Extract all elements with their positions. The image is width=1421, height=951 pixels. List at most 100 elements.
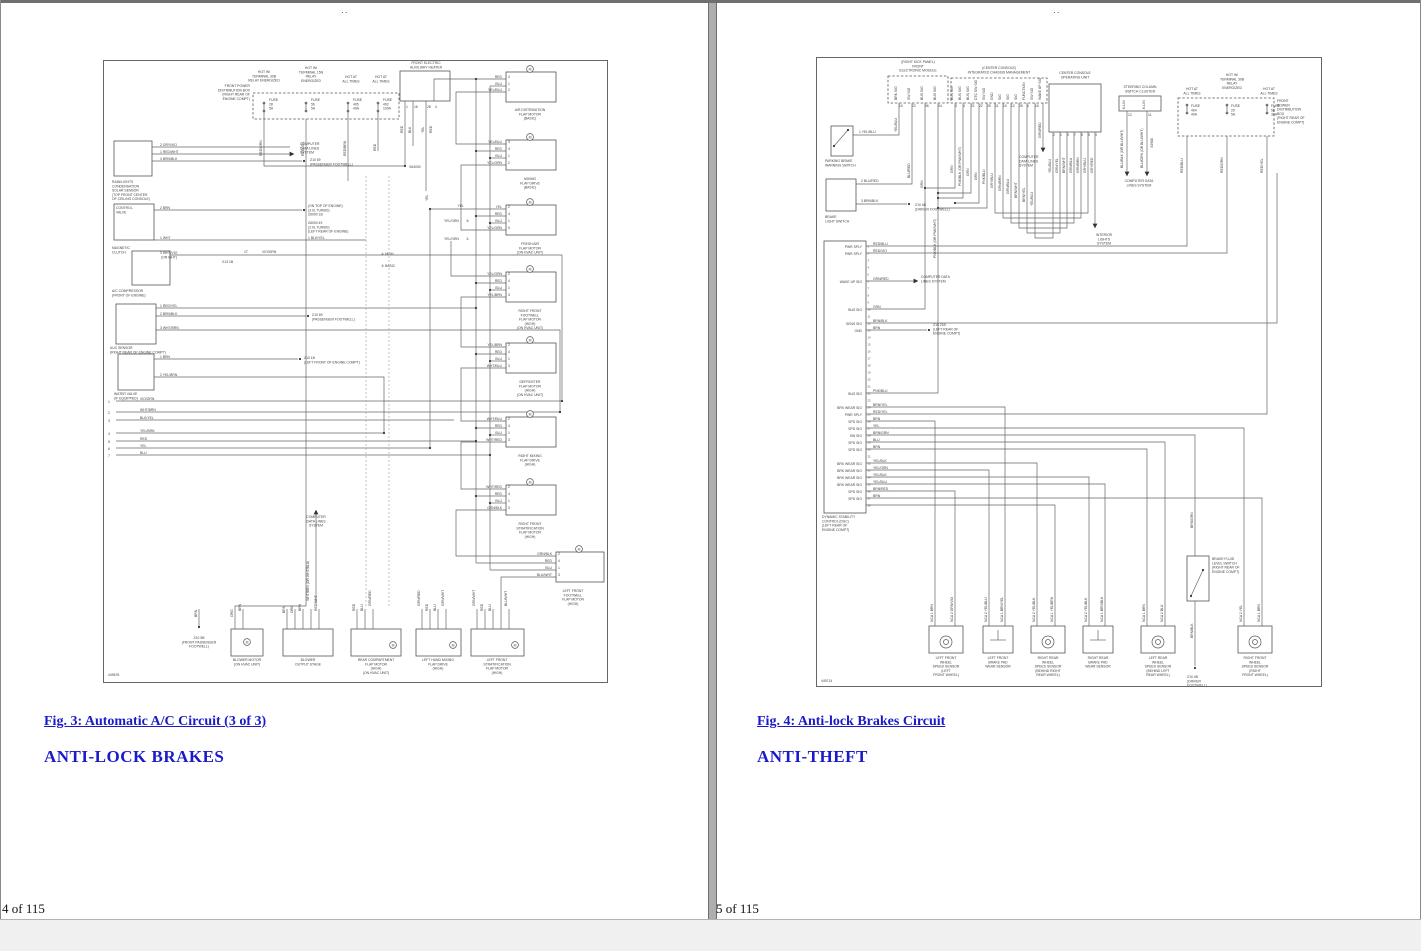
svg-text:3: 3 (508, 140, 510, 144)
svg-text:RED/VIO: RED/VIO (873, 249, 887, 253)
svg-text:NCA 2 YEL/BLK: NCA 2 YEL/BLK (1032, 597, 1036, 622)
svg-text:YEL: YEL (458, 204, 465, 208)
svg-text:BRN: BRN (238, 603, 242, 611)
svg-text:RED/YEL: RED/YEL (1260, 158, 1264, 173)
svg-text:GRN/RED: GRN/RED (873, 277, 889, 281)
svg-text:BUS SIG: BUS SIG (966, 86, 970, 100)
svg-text:YEL/GRN: YEL/GRN (444, 237, 459, 241)
svg-text:PNK/BLU: PNK/BLU (873, 389, 888, 393)
svg-text:23: 23 (868, 399, 872, 403)
svg-text:4: 4 (1095, 133, 1097, 137)
svg-text:BLU: BLU (433, 604, 437, 611)
svg-text:1 WHT: 1 WHT (160, 236, 171, 240)
svg-text:YEL/GRN: YEL/GRN (444, 219, 459, 223)
svg-text:30: 30 (868, 448, 872, 452)
svg-text:1: 1 (508, 154, 510, 158)
svg-text:2: 2 (558, 552, 560, 556)
svg-text:GRN/BLU: GRN/BLU (1006, 178, 1010, 194)
svg-text:29: 29 (868, 441, 872, 445)
svg-text:BRK WEAR SIG: BRK WEAR SIG (837, 462, 862, 466)
svg-text:4: 4 (435, 105, 437, 109)
svg-text:WAKE UP SIG: WAKE UP SIG (840, 280, 863, 284)
svg-text:FUNCTION: FUNCTION (1022, 82, 1026, 100)
svg-text:YEL: YEL (425, 194, 429, 201)
svg-text:M: M (529, 135, 532, 139)
bottom-toolbar: 86.55% (0, 919, 1421, 951)
svg-text:SIG: SIG (998, 94, 1002, 100)
svg-text:5: 5 (508, 226, 510, 230)
svg-text:GRN: GRN (966, 168, 970, 176)
svg-text:31: 31 (868, 455, 872, 459)
figure-caption-right[interactable]: Fig. 4: Anti-lock Brakes Circuit (757, 714, 946, 729)
svg-text:SW SIG: SW SIG (907, 87, 911, 100)
svg-text:16: 16 (1035, 104, 1039, 108)
svg-text:M: M (246, 640, 249, 644)
svg-text:YEL: YEL (140, 444, 147, 448)
svg-text:X13 1B: X13 1B (222, 260, 234, 264)
svg-text:RED/YEL: RED/YEL (301, 141, 305, 156)
svg-text:M: M (452, 643, 455, 647)
svg-text:RED: RED (480, 603, 484, 611)
svg-text:②: ② (466, 219, 469, 223)
svg-text:6: 6 (1027, 104, 1029, 108)
svg-text:YEL: YEL (873, 424, 880, 428)
svg-text:BRN: BRN (873, 494, 881, 498)
window-left-border (0, 0, 1, 951)
svg-text:GND: GND (854, 329, 862, 333)
svg-text:Z10 69(PASSENGER FOOTWELL): Z10 69(PASSENGER FOOTWELL) (312, 313, 355, 321)
svg-text:RED: RED (495, 279, 503, 283)
svg-text:Z10 1B(LEFT FRONT OF ENGINE CO: Z10 1B(LEFT FRONT OF ENGINE COMPT) (304, 356, 360, 364)
svg-text:WHT/BRN: WHT/BRN (140, 408, 156, 412)
svg-text:BUS SIG: BUS SIG (848, 392, 862, 396)
svg-text:RED: RED (495, 75, 503, 79)
svg-text:2: 2 (508, 485, 510, 489)
svg-text:2 YEL/BRN: 2 YEL/BRN (160, 373, 178, 377)
svg-text:1 YEL/BLU: 1 YEL/BLU (859, 130, 876, 134)
svg-text:1: 1 (508, 431, 510, 435)
svg-text:GRN/BLU: GRN/BLU (1069, 157, 1073, 173)
svg-text:BRN/RED: BRN/RED (873, 487, 889, 491)
svg-text:10: 10 (868, 308, 872, 312)
svg-text:2 GRY/VIO: 2 GRY/VIO (160, 143, 177, 147)
svg-text:3 WHT/BRN: 3 WHT/BRN (160, 326, 179, 330)
svg-text:36: 36 (868, 490, 872, 494)
svg-text:NCA 2 YEL: NCA 2 YEL (1239, 605, 1243, 622)
svg-text:6: 6 (868, 280, 870, 284)
svg-text:GRN: GRN (974, 172, 978, 180)
svg-text:RED/BLU: RED/BLU (873, 242, 888, 246)
svg-text:2: 2 (508, 88, 510, 92)
svg-text:② BASIC: ② BASIC (381, 264, 396, 268)
svg-text:4: 4 (508, 212, 510, 216)
svg-text:BLU: BLU (495, 499, 502, 503)
svg-text:3: 3 (558, 573, 560, 577)
svg-text:M: M (529, 412, 532, 416)
svg-text:BLU: BLU (495, 154, 502, 158)
svg-text:BRN: BRN (298, 603, 302, 611)
svg-text:6: 6 (108, 447, 110, 451)
figure-caption-left[interactable]: Fig. 3: Automatic A/C Circuit (3 of 3) (44, 714, 267, 729)
svg-text:BUS SIG: BUS SIG (848, 308, 862, 312)
svg-text:ORG: ORG (290, 605, 294, 613)
svg-text:5: 5 (1088, 133, 1090, 137)
svg-text:PNK/BLK (OR PNK/WHT): PNK/BLK (OR PNK/WHT) (958, 147, 962, 186)
svg-text:BUS SIG: BUS SIG (933, 86, 937, 100)
svg-text:YEL/BLU: YEL/BLU (488, 140, 502, 144)
svg-text:SPD SIG: SPD SIG (848, 441, 862, 445)
